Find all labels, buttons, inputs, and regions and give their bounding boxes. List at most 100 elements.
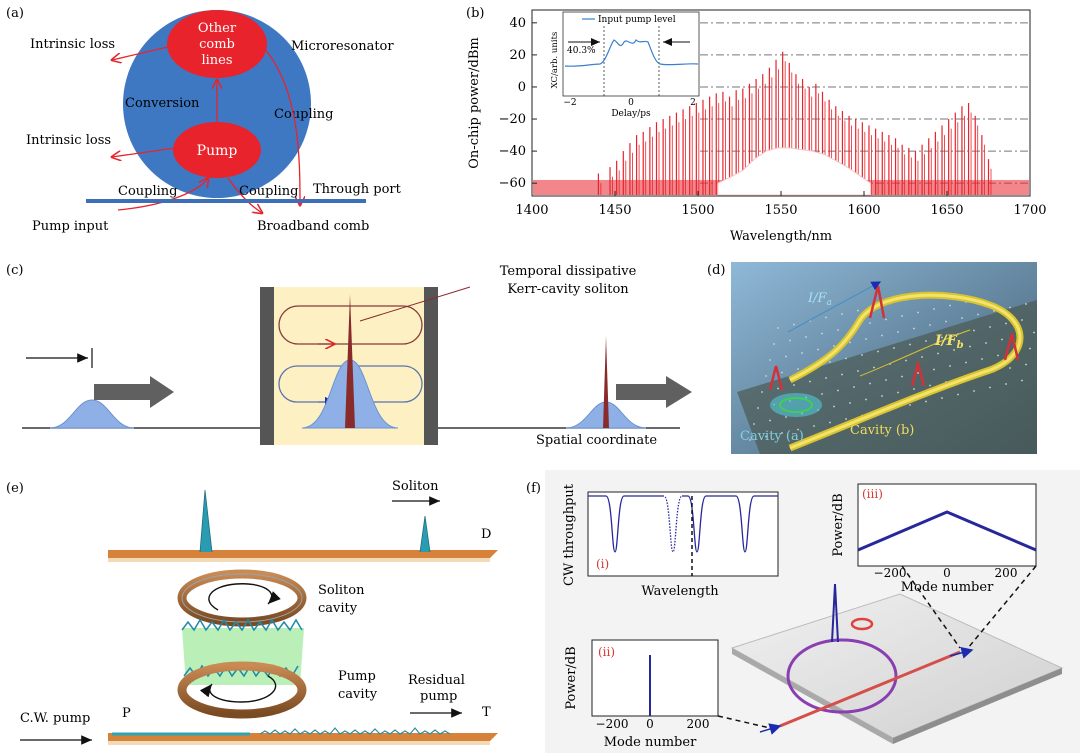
chip-dot	[793, 384, 795, 386]
chip-dot	[865, 338, 867, 340]
chip-dot	[765, 435, 767, 438]
chip-dot	[749, 439, 751, 441]
chip-dot	[1029, 347, 1031, 350]
chip-input-arrow	[759, 723, 782, 735]
intrinsic-loss-bottom-label: Intrinsic loss	[26, 133, 111, 148]
drop-soliton-peak	[199, 489, 213, 553]
spectrum-y-tick-label: −20	[499, 112, 526, 127]
chip-dot	[949, 304, 951, 307]
spectrum-pump-envelope	[717, 147, 872, 196]
soliton-callout-line	[359, 286, 471, 322]
chip-dot	[941, 336, 943, 339]
coupling-mid-label: Coupling	[239, 184, 298, 199]
plot-i-y-label: CW throughput	[562, 483, 577, 586]
inset-annotation: 40.3%	[567, 46, 596, 56]
spectrum-y-label: On-chip power/dBm	[467, 37, 482, 168]
chip-dot	[853, 386, 855, 388]
spectrum-y-tick-label: 40	[509, 16, 526, 31]
other-comb-lines-line-2: comb	[199, 37, 235, 52]
broadband-comb-label: Broadband comb	[257, 219, 369, 234]
drop-waveguide-top	[108, 550, 498, 558]
chip-dot	[881, 334, 883, 337]
pump-cavity-ring	[177, 661, 307, 719]
conversion-label: Conversion	[125, 96, 200, 111]
soliton-cavity-ring-edge	[181, 573, 303, 623]
plot-ii-x-label: Mode number	[604, 735, 697, 750]
chip-microring	[786, 638, 898, 714]
panel-b-label: (b)	[466, 6, 484, 21]
chip-dot	[841, 373, 843, 376]
soliton-label-line-2: Kerr-cavity soliton	[507, 282, 629, 297]
chip-small-ring	[850, 617, 874, 631]
chip-dot	[957, 393, 959, 396]
chip-dot	[769, 359, 771, 361]
microresonator-label: Microresonator	[291, 39, 394, 54]
chip-dot	[849, 402, 851, 404]
chip-dot	[825, 316, 827, 319]
chip-dot	[909, 404, 911, 406]
pump-node-label: Pump	[197, 143, 238, 159]
plot-iii-x-tick-0: 0	[943, 566, 951, 580]
plot-iii-x-tick-200: 200	[995, 566, 1018, 580]
chip-dot	[981, 358, 983, 360]
chip-dot	[753, 423, 755, 425]
chip-dot	[805, 336, 807, 338]
soliton-output-label: Soliton	[392, 479, 439, 494]
cavity-a-label: Cavity (a)	[740, 429, 804, 444]
spectrum-y-tick-label: 20	[509, 48, 526, 63]
pulse-marker-4	[1003, 333, 1020, 361]
chip-dot	[929, 324, 931, 326]
chip-output-arrow	[949, 646, 974, 659]
chip-dot	[901, 375, 903, 378]
panel-a-label: (a)	[6, 6, 24, 21]
chip-dot	[817, 348, 819, 351]
other-comb-lines-node	[167, 10, 267, 78]
chip-dot	[977, 313, 979, 316]
drop-output-soliton	[419, 515, 431, 553]
chip-dot	[837, 329, 839, 331]
chip-dot	[841, 313, 843, 315]
chip-dot	[793, 323, 795, 326]
spectrum-y-tick-label: −40	[499, 144, 526, 159]
inset-x-label: Delay/ps	[611, 109, 651, 119]
chip-dot	[925, 400, 927, 403]
chip-edge-side	[893, 668, 1062, 744]
chip-dot	[797, 368, 799, 370]
chip-dot	[1009, 367, 1011, 369]
chip-dot	[1021, 379, 1023, 382]
chip-dot	[937, 352, 939, 355]
chip-dot	[973, 329, 975, 332]
chip-edge-front	[732, 648, 893, 744]
chip-dot	[773, 343, 775, 345]
chip-dot	[985, 342, 987, 344]
chip-dot	[873, 366, 875, 369]
chip-dot	[781, 432, 783, 434]
chip-dot	[893, 347, 895, 349]
coupling-out-arrow	[263, 47, 300, 205]
plot-i-x-label: Wavelength	[641, 584, 719, 599]
chip-dot	[881, 395, 883, 397]
chip-dot	[781, 371, 783, 374]
chip-dot	[965, 361, 967, 364]
panel-a: (a) Other comb lines Pump Conversion Int…	[6, 6, 402, 234]
inset-y-label: XC/arb. units	[550, 32, 560, 89]
panel-d-label: (d)	[707, 263, 725, 278]
spectrum-comb-lines	[533, 51, 1029, 195]
residual-pump-label-2: pump	[420, 689, 457, 704]
spectrum-x-tick-label: 1500	[681, 203, 714, 218]
plot-iii-frame	[857, 483, 1037, 567]
chip-dot	[917, 372, 919, 374]
spectrum-pump-envelope-shape	[717, 147, 872, 196]
plot-iii-x-tick-neg200: −200	[874, 566, 907, 580]
plot-ii-x-tick-neg200: −200	[596, 717, 629, 731]
input-pulse	[49, 399, 135, 429]
chip-dot	[969, 345, 971, 348]
intrinsic-loss-top-arrow	[112, 46, 169, 60]
coupling-left-label: Coupling	[118, 184, 177, 199]
fsr-a-arrow	[787, 281, 882, 333]
panel-c: (c) Spatial coordinate Temporal dissipat…	[6, 263, 692, 448]
output-soliton-peak	[603, 336, 609, 428]
chip-dot	[897, 331, 899, 333]
chip-bus-waveguide	[779, 650, 961, 728]
pump-field-ripple-top	[181, 618, 303, 632]
